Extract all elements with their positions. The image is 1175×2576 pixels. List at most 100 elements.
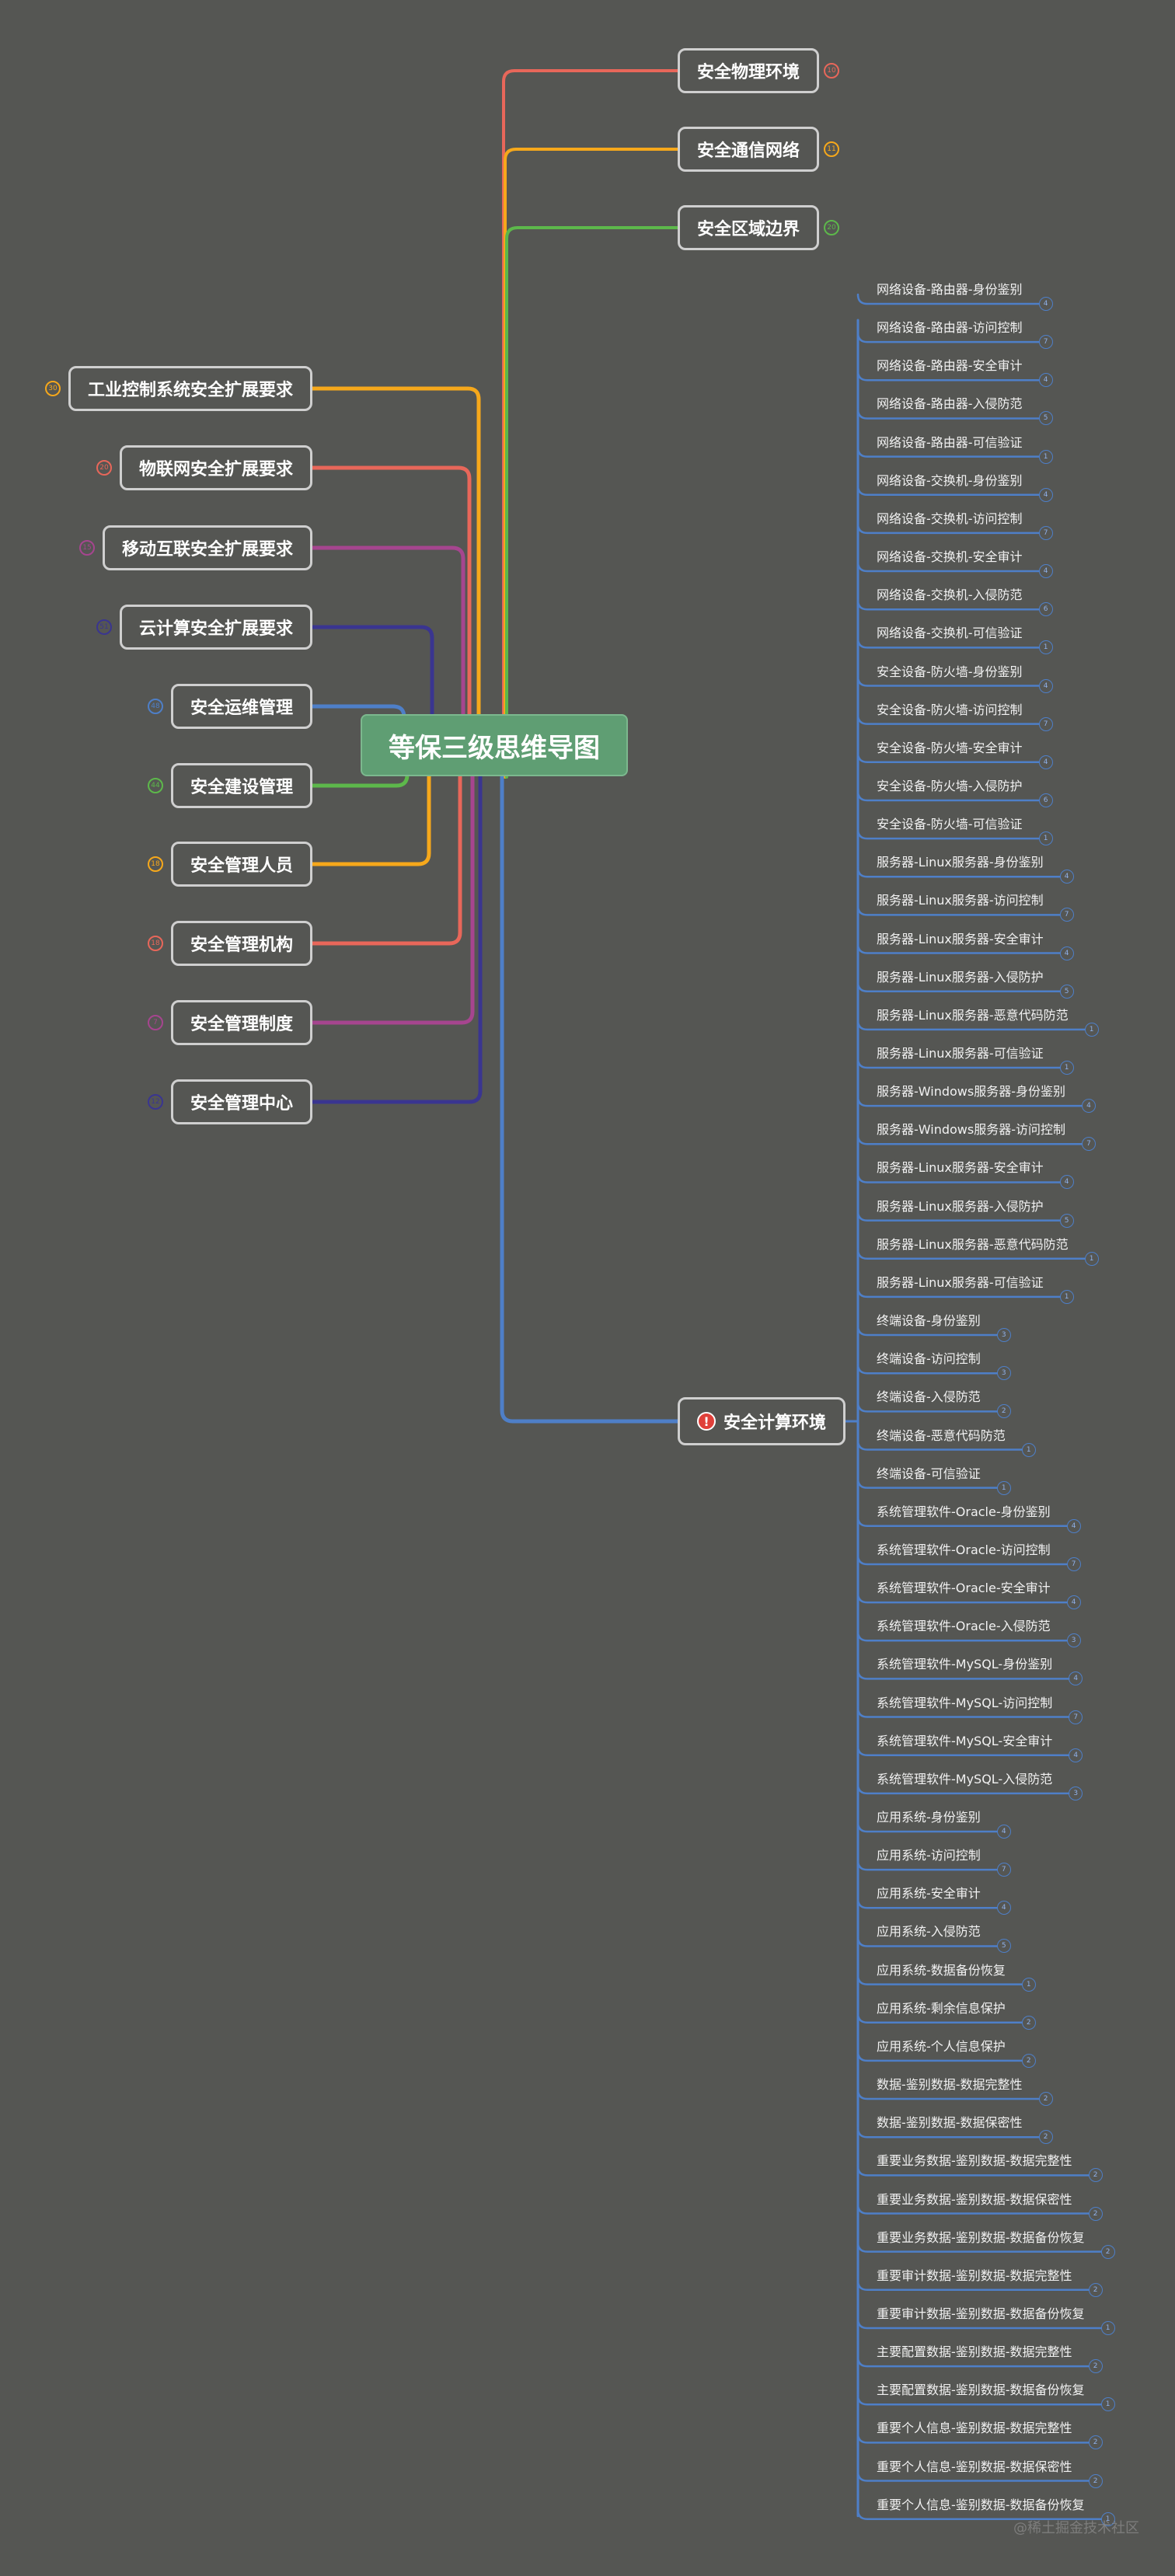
leaf-item[interactable]: 网络设备-路由器-身份鉴别 bbox=[877, 282, 1023, 297]
leaf-count-badge: 7 bbox=[1059, 908, 1074, 922]
count-badge: 11 bbox=[824, 141, 839, 157]
left-node[interactable]: 安全管理制度 bbox=[171, 1000, 312, 1045]
leaf-item[interactable]: 系统管理软件-MySQL-访问控制 bbox=[877, 1695, 1053, 1710]
left-node[interactable]: 移动互联安全扩展要求 bbox=[103, 525, 312, 570]
left-node[interactable]: 物联网安全扩展要求 bbox=[120, 445, 312, 490]
leaf-count-badge: 2 bbox=[1038, 2130, 1053, 2145]
leaf-item[interactable]: 应用系统-剩余信息保护 bbox=[877, 2000, 1006, 2016]
leaf-count-badge: 4 bbox=[1038, 373, 1053, 388]
connector-line bbox=[310, 744, 431, 866]
leaf-count-badge: 3 bbox=[996, 1328, 1011, 1343]
connector-line bbox=[856, 1821, 999, 1833]
leaf-item[interactable]: 服务器-Windows服务器-访问控制 bbox=[877, 1122, 1065, 1138]
leaf-item[interactable]: 网络设备-交换机-身份鉴别 bbox=[877, 472, 1023, 488]
left-node[interactable]: 工业控制系统安全扩展要求 bbox=[68, 366, 312, 411]
root-node[interactable]: 等保三级思维导图 bbox=[361, 714, 628, 776]
leaf-item[interactable]: 网络设备-路由器-可信验证 bbox=[877, 434, 1023, 450]
leaf-item[interactable]: 安全设备-防火墙-访问控制 bbox=[877, 702, 1023, 717]
leaf-item[interactable]: 网络设备-交换机-访问控制 bbox=[877, 511, 1023, 526]
leaf-count-badge: 7 bbox=[1066, 1556, 1081, 1571]
leaf-count-badge: 1 bbox=[1084, 1251, 1099, 1266]
leaf-item[interactable]: 重要个人信息-鉴别数据-数据完整性 bbox=[877, 2421, 1072, 2436]
leaf-item[interactable]: 数据-鉴别数据-数据完整性 bbox=[877, 2077, 1023, 2093]
connector-line bbox=[856, 1668, 1070, 1680]
left-node[interactable]: 安全管理中心 bbox=[171, 1079, 312, 1124]
leaf-item[interactable]: 网络设备-交换机-可信验证 bbox=[877, 626, 1023, 641]
leaf-item[interactable]: 应用系统-安全审计 bbox=[877, 1886, 981, 1901]
connector-line bbox=[856, 2317, 1102, 2330]
leaf-count-badge: 2 bbox=[1088, 2435, 1103, 2450]
leaf-count-badge: 3 bbox=[996, 1366, 1011, 1381]
leaf-item[interactable]: 服务器-Linux服务器-可信验证 bbox=[877, 1274, 1044, 1290]
leaf-item[interactable]: 重要审计数据-鉴别数据-数据备份恢复 bbox=[877, 2306, 1085, 2321]
left-node[interactable]: 安全运维管理 bbox=[171, 684, 312, 729]
leaf-item[interactable]: 重要业务数据-鉴别数据-数据保密性 bbox=[877, 2191, 1072, 2207]
leaf-item[interactable]: 服务器-Linux服务器-访问控制 bbox=[877, 893, 1044, 908]
leaf-item[interactable]: 终端设备-身份鉴别 bbox=[877, 1313, 981, 1329]
right-node[interactable]: 安全物理环境 bbox=[678, 48, 819, 93]
leaf-item[interactable]: 系统管理软件-Oracle-访问控制 bbox=[877, 1542, 1051, 1557]
count-badge: 48 bbox=[148, 699, 163, 714]
leaf-item[interactable]: 网络设备-路由器-安全审计 bbox=[877, 358, 1023, 374]
right-node[interactable]: 安全通信网络 bbox=[678, 127, 819, 172]
leaf-item[interactable]: 应用系统-个人信息保护 bbox=[877, 2038, 1006, 2054]
leaf-item[interactable]: 安全设备-防火墙-可信验证 bbox=[877, 817, 1023, 832]
right-node[interactable]: 安全区域边界 bbox=[678, 205, 819, 250]
leaf-item[interactable]: 系统管理软件-MySQL-入侵防范 bbox=[877, 1771, 1053, 1786]
connector-line bbox=[856, 1401, 999, 1413]
connector-line bbox=[856, 331, 1040, 343]
left-node[interactable]: 安全管理人员 bbox=[171, 842, 312, 887]
leaf-item[interactable]: 重要审计数据-鉴别数据-数据完整性 bbox=[877, 2268, 1072, 2283]
leaf-count-badge: 7 bbox=[1081, 1137, 1096, 1152]
leaf-item[interactable]: 服务器-Linux服务器-恶意代码防范 bbox=[877, 1236, 1069, 1252]
leaf-item[interactable]: 服务器-Linux服务器-身份鉴别 bbox=[877, 855, 1044, 870]
leaf-item[interactable]: 服务器-Linux服务器-恶意代码防范 bbox=[877, 1007, 1069, 1023]
left-node[interactable]: 云计算安全扩展要求 bbox=[120, 605, 312, 650]
leaf-item[interactable]: 服务器-Linux服务器-安全审计 bbox=[877, 931, 1044, 946]
leaf-item[interactable]: 终端设备-可信验证 bbox=[877, 1466, 981, 1481]
leaf-item[interactable]: 应用系统-数据备份恢复 bbox=[877, 1962, 1006, 1978]
connector-line bbox=[856, 2394, 1102, 2406]
leaf-item[interactable]: 系统管理软件-Oracle-身份鉴别 bbox=[877, 1504, 1051, 1519]
connector-line bbox=[502, 69, 679, 779]
leaf-item[interactable]: 安全设备-防火墙-入侵防护 bbox=[877, 778, 1023, 793]
left-node[interactable]: 安全管理机构 bbox=[171, 921, 312, 966]
leaf-item[interactable]: 应用系统-入侵防范 bbox=[877, 1924, 981, 1940]
leaf-item[interactable]: 重要个人信息-鉴别数据-数据备份恢复 bbox=[877, 2497, 1085, 2512]
leaf-item[interactable]: 主要配置数据-鉴别数据-数据备份恢复 bbox=[877, 2383, 1085, 2398]
leaf-item[interactable]: 服务器-Linux服务器-入侵防护 bbox=[877, 969, 1044, 985]
leaf-item[interactable]: 系统管理软件-Oracle-安全审计 bbox=[877, 1581, 1051, 1596]
leaf-item[interactable]: 服务器-Windows服务器-身份鉴别 bbox=[877, 1084, 1065, 1100]
left-node[interactable]: 安全建设管理 bbox=[171, 763, 312, 808]
leaf-count-badge: 1 bbox=[1100, 2512, 1115, 2526]
leaf-item[interactable]: 数据-鉴别数据-数据保密性 bbox=[877, 2115, 1023, 2131]
compute-environment-node[interactable]: ! 安全计算环境 bbox=[678, 1397, 846, 1445]
leaf-item[interactable]: 主要配置数据-鉴别数据-数据完整性 bbox=[877, 2344, 1072, 2360]
leaf-count-badge: 4 bbox=[1066, 1595, 1081, 1610]
leaf-item[interactable]: 系统管理软件-MySQL-安全审计 bbox=[877, 1733, 1053, 1748]
leaf-item[interactable]: 重要业务数据-鉴别数据-数据备份恢复 bbox=[877, 2229, 1085, 2245]
connector-line bbox=[856, 598, 1040, 611]
leaf-item[interactable]: 网络设备-路由器-访问控制 bbox=[877, 320, 1023, 336]
connector-line bbox=[310, 744, 462, 946]
leaf-count-badge: 7 bbox=[1038, 716, 1053, 731]
leaf-item[interactable]: 终端设备-恶意代码防范 bbox=[877, 1427, 1006, 1443]
leaf-item[interactable]: 终端设备-入侵防范 bbox=[877, 1389, 981, 1405]
leaf-item[interactable]: 重要业务数据-鉴别数据-数据完整性 bbox=[877, 2153, 1072, 2169]
leaf-item[interactable]: 网络设备-路由器-入侵防范 bbox=[877, 396, 1023, 412]
leaf-item[interactable]: 终端设备-访问控制 bbox=[877, 1351, 981, 1367]
leaf-item[interactable]: 网络设备-交换机-安全审计 bbox=[877, 549, 1023, 565]
leaf-item[interactable]: 应用系统-访问控制 bbox=[877, 1848, 981, 1863]
leaf-item[interactable]: 系统管理软件-Oracle-入侵防范 bbox=[877, 1619, 1051, 1634]
leaf-item[interactable]: 安全设备-防火墙-安全审计 bbox=[877, 740, 1023, 755]
leaf-item[interactable]: 服务器-Linux服务器-入侵防护 bbox=[877, 1198, 1044, 1214]
leaf-item[interactable]: 安全设备-防火墙-身份鉴别 bbox=[877, 664, 1023, 679]
leaf-item[interactable]: 服务器-Linux服务器-安全审计 bbox=[877, 1160, 1044, 1176]
leaf-item[interactable]: 应用系统-身份鉴别 bbox=[877, 1810, 981, 1825]
connector-line bbox=[856, 2088, 1040, 2100]
connector-line bbox=[856, 1057, 1061, 1069]
leaf-item[interactable]: 服务器-Linux服务器-可信验证 bbox=[877, 1046, 1044, 1061]
leaf-item[interactable]: 网络设备-交换机-入侵防范 bbox=[877, 587, 1023, 603]
leaf-item[interactable]: 系统管理软件-MySQL-身份鉴别 bbox=[877, 1657, 1053, 1672]
leaf-item[interactable]: 重要个人信息-鉴别数据-数据保密性 bbox=[877, 2459, 1072, 2474]
